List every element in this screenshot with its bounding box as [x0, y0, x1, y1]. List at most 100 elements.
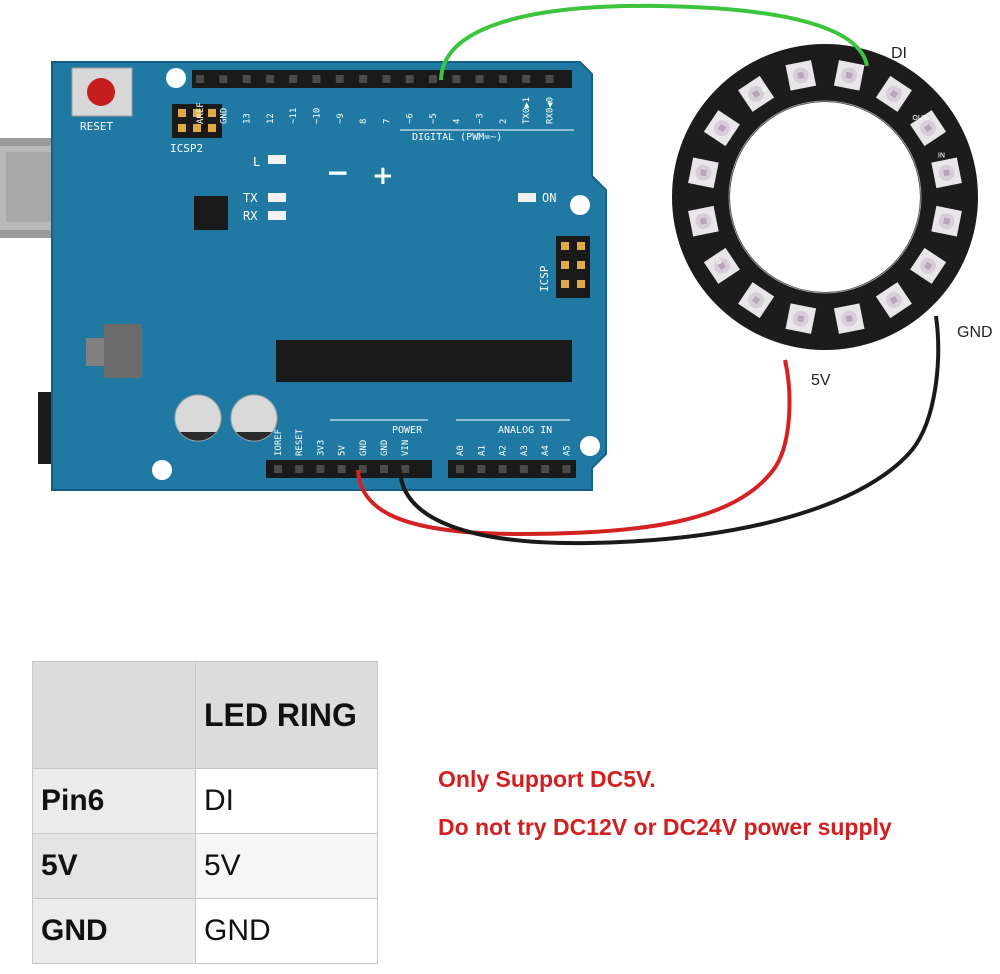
led-l-label: L [253, 155, 260, 169]
ring-led [833, 60, 865, 91]
mounting-holes [152, 68, 600, 480]
digital-pin-label: ~3 [476, 113, 486, 124]
digital-socket [196, 75, 204, 83]
power-pin-label: RESET [295, 428, 305, 456]
digital-socket [359, 75, 368, 83]
table-row: 5V 5V [32, 833, 378, 899]
digital-pin-label: 4 [452, 119, 462, 124]
analog-pin-label: A5 [563, 445, 573, 456]
analog-socket [562, 465, 571, 473]
digital-pin-label: 7 [382, 119, 392, 124]
ring-led [910, 110, 947, 147]
analog-socket [519, 465, 528, 473]
icsp2-label: ICSP2 [170, 142, 203, 155]
digital-socket [219, 75, 228, 83]
ring-pad-label: G [716, 258, 721, 266]
notice-power-warning: Do not try DC12V or DC24V power supply [438, 814, 892, 840]
digital-pin-label: ~11 [289, 108, 299, 124]
power-socket [358, 465, 367, 473]
table-cell-ring: DI [195, 768, 378, 834]
digital-socket [312, 75, 321, 83]
digital-pin-label: AREF [196, 102, 206, 124]
icsp-header: ICSP [538, 236, 590, 298]
table-cell-ring: 5V [195, 833, 378, 899]
table-cell-pin: GND [32, 898, 196, 964]
ring-led [875, 282, 912, 319]
power-socket [316, 465, 325, 473]
digital-pin-label: 8 [359, 119, 369, 124]
digital-socket [452, 75, 461, 83]
analog-pin-label: A4 [541, 445, 551, 456]
capacitors [174, 394, 278, 442]
arduino-board [51, 61, 607, 491]
on-label: ON [542, 191, 556, 205]
table-cell-ring: GND [195, 898, 378, 964]
led-ring: IN OUT G V [672, 44, 978, 350]
power-pin-label: GND [380, 440, 390, 456]
analog-pin-label: A0 [456, 445, 466, 456]
digital-pin-label: ~5 [429, 113, 439, 124]
power-pin-label: VIN [401, 440, 411, 456]
digital-pin-label: TX0▶1 [522, 97, 532, 124]
ring-led [688, 205, 719, 237]
ring-pad-label: V [762, 86, 767, 94]
reset-label: RESET [80, 120, 113, 133]
digital-socket [475, 75, 484, 83]
table-header-corner [32, 661, 196, 769]
wire-label-di: DI [891, 45, 907, 62]
digital-pin-label: ~10 [313, 108, 323, 124]
digital-pin-label: 2 [499, 119, 509, 124]
digital-pin-label: ~9 [336, 113, 346, 124]
digital-socket [242, 75, 251, 83]
ring-led [688, 157, 719, 189]
power-socket [295, 465, 304, 473]
ring-pad-label: IN [938, 151, 945, 159]
wire-di [439, 3, 869, 81]
table-header-led-ring: LED RING [195, 661, 378, 769]
wire-5v [356, 359, 792, 537]
tx-label: TX [243, 191, 258, 205]
ring-led [738, 282, 775, 319]
power-pin-label: IOREF [274, 429, 284, 456]
ring-led [703, 247, 740, 284]
minus-mark: − [326, 156, 349, 189]
wire-label-gnd: GND [957, 324, 993, 341]
table-row: GND GND [32, 898, 378, 964]
icsp-label: ICSP [538, 265, 551, 292]
ring-pad-label: OUT [912, 114, 928, 122]
power-pin-label: 5V [338, 445, 348, 456]
analog-socket [498, 465, 507, 473]
digital-socket [265, 75, 274, 83]
power-header-label: POWER [392, 425, 423, 436]
status-leds: L TX RX ON [243, 155, 556, 223]
table-header-row: LED RING [32, 661, 378, 769]
power-socket [337, 465, 346, 473]
analog-socket [541, 465, 550, 473]
table-cell-pin: Pin6 [32, 768, 196, 834]
wire-gnd [398, 315, 941, 546]
connection-table: LED RING Pin6 DI 5V 5V GND GND [32, 661, 378, 964]
analog-pin-label: A3 [520, 445, 530, 456]
digital-socket [498, 75, 507, 83]
table-row: Pin6 DI [32, 768, 378, 834]
digital-socket [522, 75, 531, 83]
ring-led [833, 303, 865, 334]
rx-label: RX [243, 209, 258, 223]
analog-header-label: ANALOG IN [498, 425, 552, 436]
ring-led [875, 75, 912, 112]
reset-button: RESET [71, 67, 133, 133]
digital-socket [429, 75, 437, 83]
digital-pin-label: 12 [266, 113, 276, 124]
ring-led [785, 60, 817, 91]
analog-socket [456, 465, 464, 473]
power-socket [380, 465, 388, 473]
ring-led [931, 205, 962, 237]
digital-pin-label: ~6 [406, 113, 416, 124]
icsp2-header: ICSP2 [170, 104, 222, 155]
digital-socket [289, 75, 298, 83]
power-pin-label: GND [359, 440, 369, 456]
